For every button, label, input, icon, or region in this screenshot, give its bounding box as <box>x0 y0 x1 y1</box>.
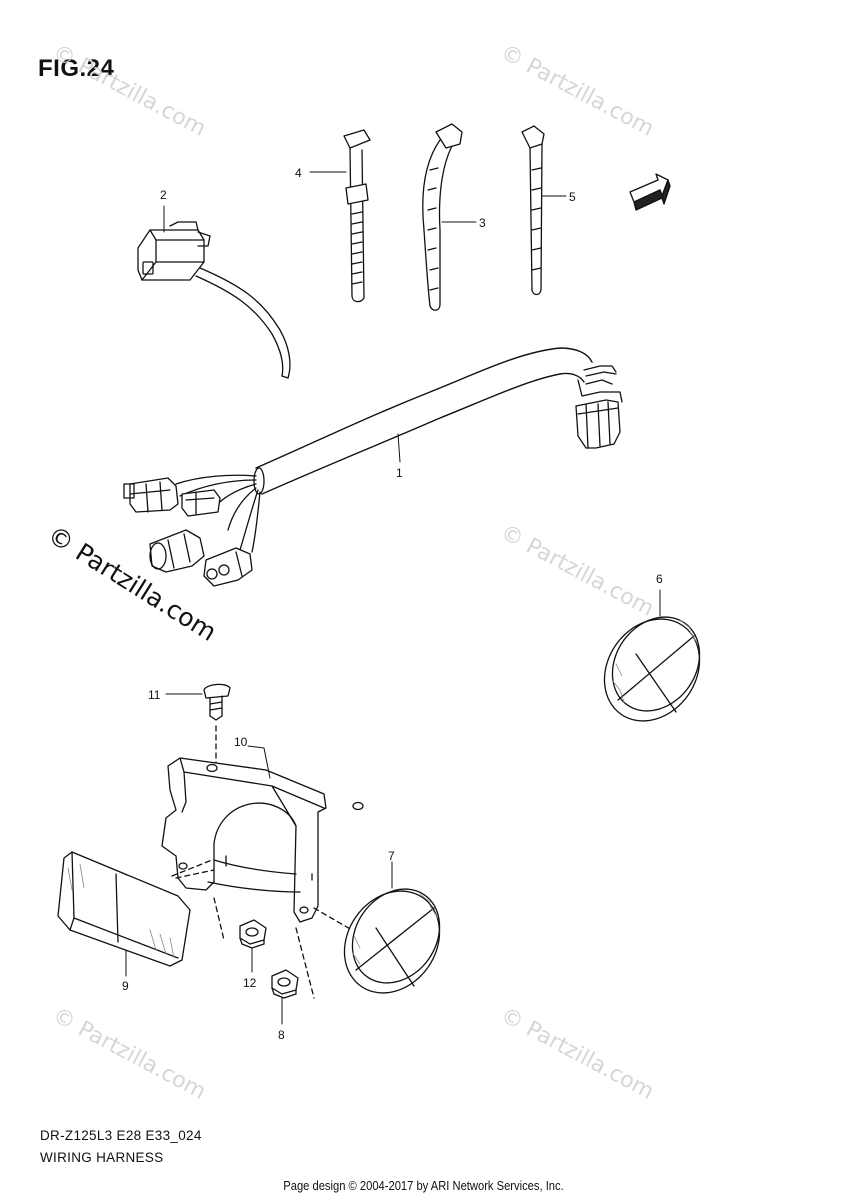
figure-title: FIG.24 <box>38 55 115 82</box>
part-3-clamp-tie <box>422 123 463 311</box>
model-code: DR-Z125L3 E28 E33_024 <box>40 1128 202 1143</box>
part-12-nut <box>239 919 267 949</box>
part-11-screw <box>203 683 231 771</box>
part-2-connector <box>137 221 291 379</box>
assembly-lines <box>213 897 353 999</box>
callout-2: 2 <box>160 188 167 202</box>
callout-7: 7 <box>388 849 395 863</box>
part-6-round-reflector <box>603 616 701 722</box>
section-name: WIRING HARNESS <box>40 1150 164 1165</box>
part-7-round-reflector <box>343 888 441 994</box>
callout-10: 10 <box>234 735 248 749</box>
part-4-band-tie <box>343 129 371 303</box>
callout-3: 3 <box>479 216 486 230</box>
part-1-wiring-harness <box>123 347 623 587</box>
callout-6: 6 <box>656 572 663 586</box>
callout-12: 12 <box>243 976 257 990</box>
part-10-bracket <box>161 757 364 923</box>
part-8-nut <box>271 969 299 999</box>
part-5-cable-tie <box>521 125 545 296</box>
callout-5: 5 <box>569 190 576 204</box>
callout-9: 9 <box>122 979 129 993</box>
leader-lines <box>125 171 661 1025</box>
part-9-rect-reflector <box>57 851 215 967</box>
callout-11: 11 <box>148 688 161 702</box>
callout-8: 8 <box>278 1028 285 1042</box>
callout-1: 1 <box>396 466 403 480</box>
fwd-arrow-icon: FWD <box>629 173 671 211</box>
callout-4: 4 <box>295 166 302 180</box>
callouts: 2 4 3 5 1 6 7 11 10 9 12 8 <box>122 166 663 1042</box>
page-credit: Page design © 2004-2017 by ARI Network S… <box>283 1178 564 1193</box>
